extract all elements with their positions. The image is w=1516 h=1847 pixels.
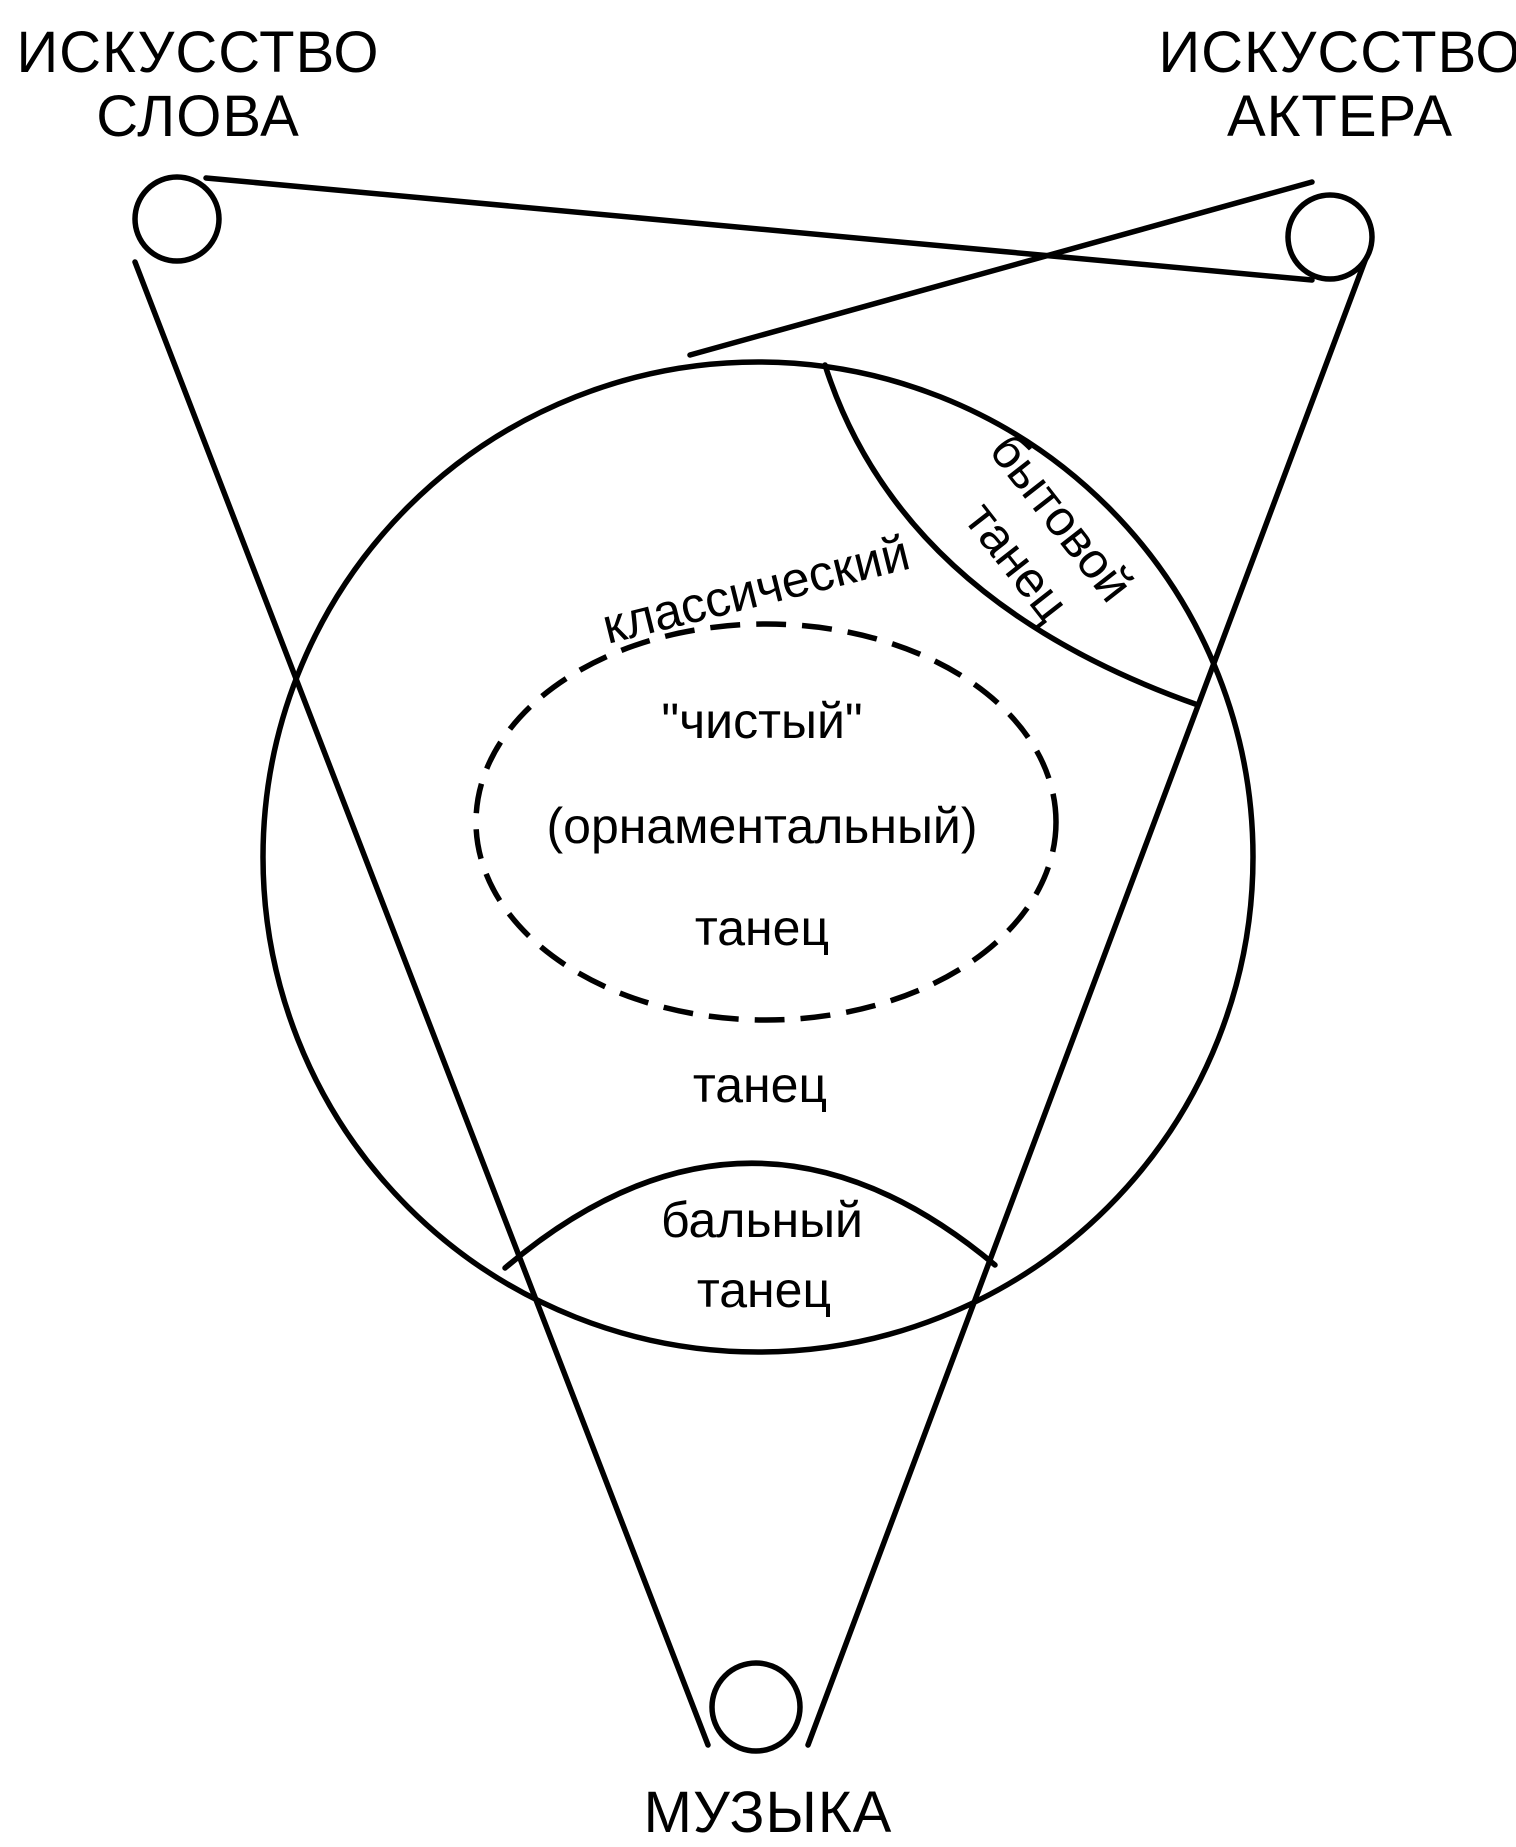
node-music-circle (709, 1660, 803, 1754)
everyday-dance-boundary (822, 362, 1201, 708)
classical-dance-circle (260, 359, 1256, 1355)
connector-actor-to-music (805, 255, 1369, 1748)
node-music-label: МУЗЫКА (644, 1780, 893, 1845)
node-word-circle (132, 174, 222, 264)
pure-dance-label-line1: "чистый" (661, 693, 862, 749)
pure-dance-label-line2: (орнаментальный) (547, 798, 978, 854)
ballroom-dance-boundary (502, 1160, 998, 1271)
node-actor-label-line1: ИСКУССТВО (1158, 20, 1516, 85)
pure-dance-ellipse (473, 621, 1059, 1023)
classical-dance-label-line2: танец (693, 1057, 827, 1113)
connector-word-to-music (132, 259, 711, 1748)
connector-word-to-actor-edge (203, 175, 1315, 283)
pure-dance-label-line3: танец (695, 900, 829, 956)
node-word-label-line2: СЛОВА (96, 84, 300, 149)
node-actor-label-line2: АКТЕРА (1227, 84, 1453, 149)
ballroom-dance-label-line1: бальный (661, 1192, 863, 1248)
node-actor-circle (1285, 192, 1375, 282)
ballroom-dance-label-line2: танец (697, 1262, 831, 1318)
connector-actor-to-word-edge (687, 179, 1315, 358)
node-word-label-line1: ИСКУССТВО (16, 20, 379, 85)
